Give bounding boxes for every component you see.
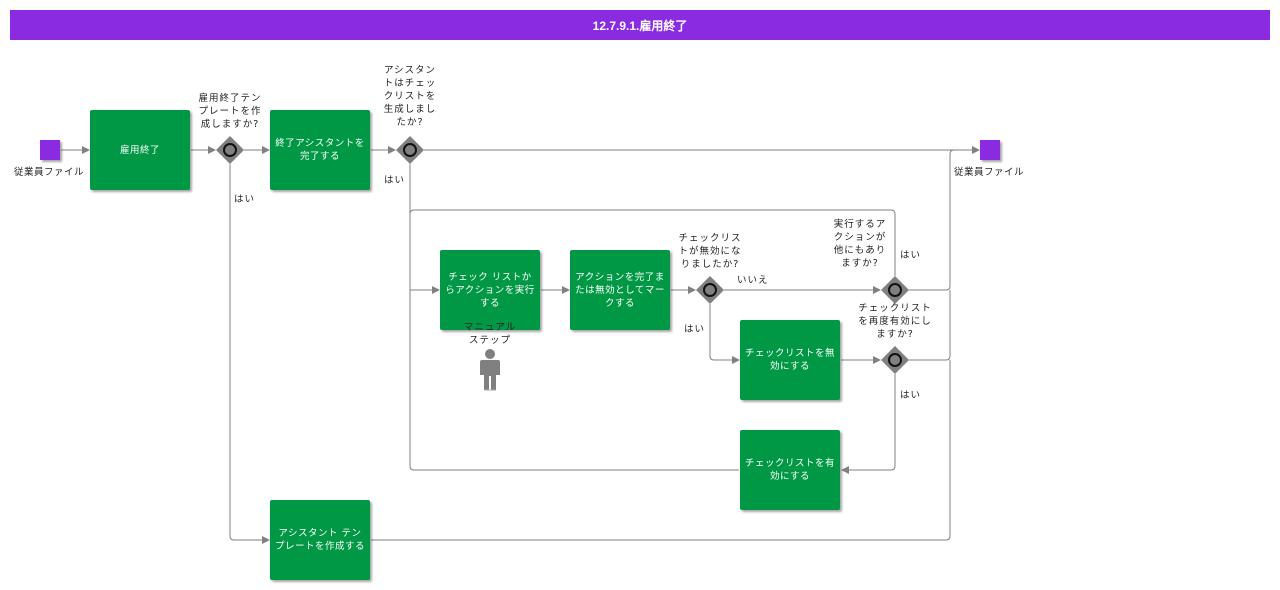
start-event[interactable]	[40, 140, 60, 160]
gateway-more-actions[interactable]	[881, 276, 909, 304]
gateway-reenable-checklist[interactable]	[881, 346, 909, 374]
flow-t6-loop	[409, 290, 739, 471]
flow-t7-end	[371, 360, 951, 541]
gateway-checklist-generated[interactable]	[396, 136, 424, 164]
task-mark-action-complete[interactable]: アクションを完了または無効としてマークする	[570, 250, 670, 330]
task-terminate-employment[interactable]: 雇用終了	[90, 110, 190, 190]
flow-g5-end	[909, 290, 951, 361]
manual-step-label: マニュアルステップ	[463, 322, 517, 346]
gateway-checklist-generated-label: アシスタントはチェックリストを生成しましたか?	[383, 65, 437, 128]
task-create-assistant-template[interactable]: アシスタント テンプレートを作成する	[270, 500, 370, 580]
flow-g1-t7	[229, 164, 270, 544]
flow-g2-t3	[409, 164, 440, 294]
gateway-create-template[interactable]	[216, 136, 244, 164]
person-icon	[480, 349, 500, 391]
flow-label-g2-yes: はい	[384, 175, 406, 186]
flow-label-g3-no: いいえ	[737, 275, 769, 286]
gateway-reenable-checklist-label: チェックリストを再度有効にしますか?	[858, 303, 932, 340]
task-disable-checklist[interactable]: チェックリストを無効にする	[740, 320, 840, 400]
task-enable-checklist[interactable]: チェックリストを有効にする	[740, 430, 840, 510]
flow-g5-t6	[841, 374, 896, 474]
flow-label-g4-yes: はい	[900, 250, 922, 261]
task-perform-checklist-action[interactable]: チェック リストからアクションを実行する	[440, 250, 540, 330]
flow-label-g3-yes: はい	[684, 324, 706, 335]
flow-g3-t5	[709, 304, 740, 364]
flow-g4-t3-loop	[409, 209, 896, 290]
gateway-more-actions-label: 実行するアクションが他にもありますか?	[833, 219, 887, 269]
task-complete-termination-assistant[interactable]: 終了アシスタントを完了する	[270, 110, 370, 190]
flow-label-g5-yes: はい	[900, 390, 922, 401]
start-event-label: 従業員ファイル	[13, 167, 84, 178]
gateway-checklist-disabled-label: チェックリストが無効になりましたか?	[678, 233, 742, 270]
gateway-create-template-label: 雇用終了テンプレートを作成しますか?	[198, 93, 262, 130]
end-event[interactable]	[980, 140, 1000, 160]
gateway-checklist-disabled[interactable]	[696, 276, 724, 304]
flow-label-g1-yes: はい	[234, 194, 256, 205]
end-event-label: 従業員ファイル	[953, 167, 1024, 178]
flow-g4-end	[909, 149, 955, 291]
diagram-title: 12.7.9.1.雇用終了	[10, 10, 1270, 40]
